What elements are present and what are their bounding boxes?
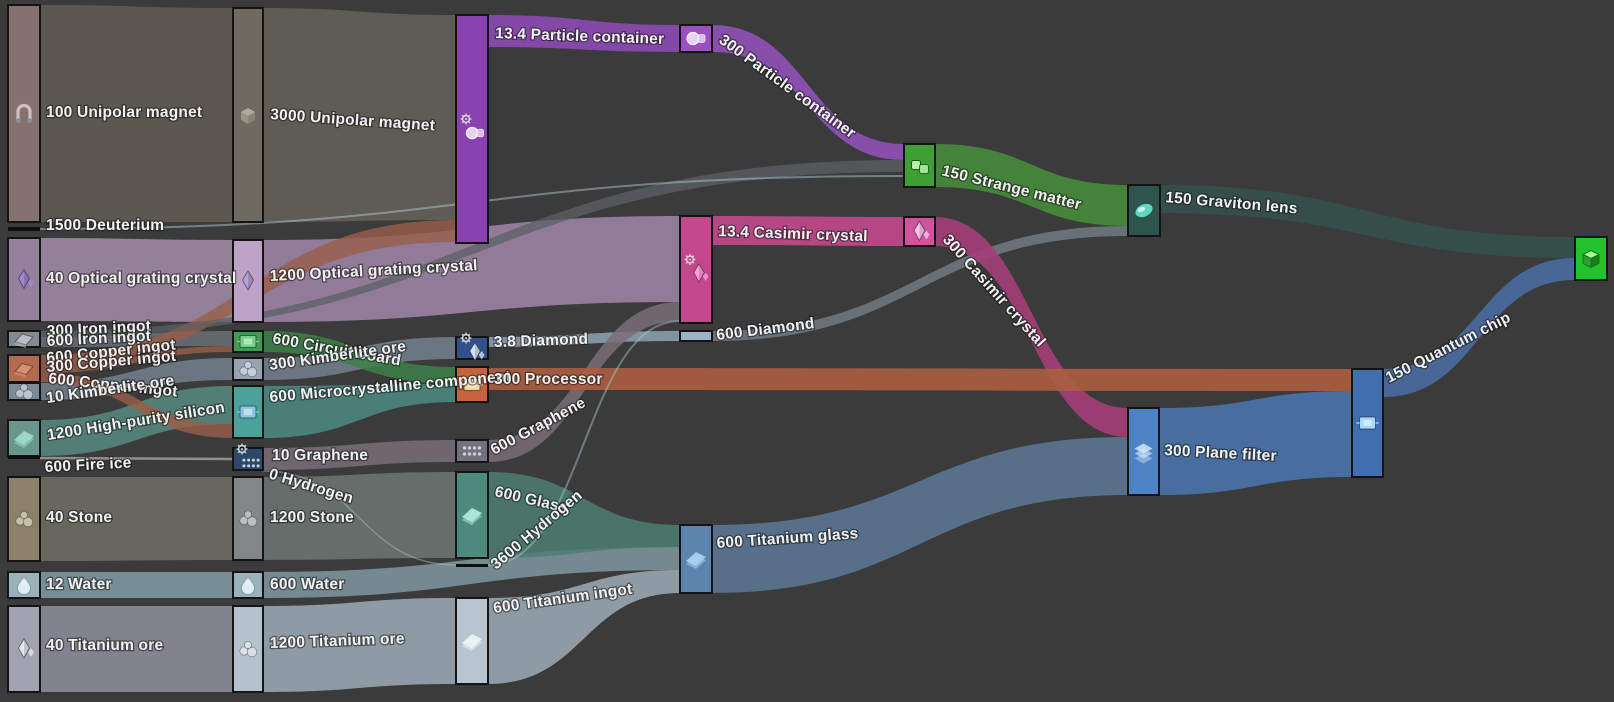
flow-label: 600 Water: [270, 576, 344, 593]
flow-graphene-producer-to-hydrogen[interactable]: [262, 470, 457, 566]
flow-label: 40 Optical grating crystal: [46, 270, 236, 287]
flow-glass-to-titanium-glass[interactable]: [488, 472, 680, 558]
flow-water-source-to-water[interactable]: [40, 572, 233, 598]
flow-hydrogen-to-casimir-crystal-producer[interactable]: [487, 320, 681, 566]
flow-fire-ice-source-to-graphene-producer[interactable]: [39, 456, 234, 461]
flow-titanium-ore-source-to-titanium-ore[interactable]: [40, 606, 233, 692]
flow-titanium-glass-to-plane-filter[interactable]: [712, 437, 1128, 593]
flow-copper-ingot-source-to-microcrystalline-component[interactable]: [40, 373, 233, 438]
graviton-lens-icon: [1135, 203, 1153, 218]
node-hydrogen[interactable]: [456, 564, 488, 567]
gravity-matrix-icon: [1581, 249, 1601, 269]
flow-label: 3.8 Diamond: [494, 331, 589, 351]
flow-label: 40 Titanium ore: [46, 637, 163, 654]
flow-microcrystalline-component-to-processor[interactable]: [263, 384, 456, 438]
flow-unipolar-magnet-to-particle-container-producer[interactable]: [263, 8, 456, 222]
iron-ingot-source-icon: [14, 333, 34, 348]
node-stone-source[interactable]: [7, 476, 41, 562]
water-icon: [241, 576, 255, 595]
flow-label: 600 Graphene: [488, 394, 589, 458]
kimberlite-ore-source-icon: [15, 383, 34, 400]
flow-label: 150 Quantum chip: [1383, 309, 1513, 387]
node-fire-ice-source[interactable]: [8, 456, 40, 459]
titanium-ore-source-icon: [17, 638, 34, 660]
copper-ingot-source-icon: [14, 362, 34, 378]
optical-grating-crystal-icon: [241, 270, 258, 292]
flow-unipolar-magnet-source-to-unipolar-magnet[interactable]: [40, 5, 233, 222]
flow-titanium-ore-to-titanium-ingot[interactable]: [263, 598, 456, 692]
particle-container-icon: [686, 31, 706, 46]
node-titanium-ore[interactable]: [232, 605, 264, 693]
plane-filter-icon: [1134, 443, 1153, 464]
strange-matter-icon: [911, 160, 929, 174]
optical-grating-crystal-source-icon: [17, 268, 34, 290]
unipolar-magnet-source-icon: [16, 103, 32, 123]
flow-graviton-lens-to-gravity-matrix[interactable]: [1160, 185, 1575, 258]
flow-label: 40 Stone: [46, 509, 112, 526]
high-purity-silicon-source-icon: [14, 431, 34, 448]
flow-stone-source-to-stone[interactable]: [40, 477, 233, 561]
flow-iron-ingot-source-to-strange-matter[interactable]: [40, 160, 904, 337]
flow-water-to-titanium-glass[interactable]: [263, 547, 680, 598]
flow-label: 300 Particle container: [716, 31, 859, 142]
flow-particle-container-to-strange-matter[interactable]: [712, 25, 904, 160]
flow-titanium-ingot-to-titanium-glass[interactable]: [488, 570, 680, 684]
flow-casimir-crystal-to-plane-filter[interactable]: [935, 217, 1128, 437]
flow-plane-filter-to-quantum-chip-producer[interactable]: [1159, 391, 1352, 495]
flow-label: 600 Fire ice: [44, 454, 132, 476]
flow-label: 1500 Deuterium: [46, 217, 164, 234]
flow-label: 300 Processor: [494, 371, 603, 388]
node-glass[interactable]: [455, 471, 489, 559]
flow-label: 13.4 Particle container: [495, 25, 665, 48]
flow-processor-to-quantum-chip-producer[interactable]: [488, 368, 1352, 391]
node-casimir-crystal-producer[interactable]: [679, 215, 713, 324]
flow-circuit-board-to-processor[interactable]: [263, 331, 456, 384]
flow-label: 10 Graphene: [272, 447, 368, 464]
flow-label: 12 Water: [46, 576, 112, 593]
flow-copper-ingot-source-to-circuit-board[interactable]: [40, 346, 233, 373]
casimir-crystal-icon: [913, 220, 930, 242]
flow-kimberlite-ore-source-to-kimberlite-ore[interactable]: [40, 358, 233, 400]
flow-stone-to-glass[interactable]: [263, 472, 456, 560]
node-unipolar-magnet-source[interactable]: [7, 4, 41, 223]
titanium-glass-icon: [686, 552, 706, 569]
processor-icon: [461, 378, 483, 391]
flow-strange-matter-to-graviton-lens[interactable]: [935, 144, 1128, 226]
node-diamond[interactable]: [679, 330, 713, 342]
circuit-board-icon: [237, 335, 259, 348]
flow-quantum-chip-producer-to-gravity-matrix[interactable]: [1383, 258, 1575, 397]
flow-casimir-crystal-producer-to-casimir-crystal[interactable]: [712, 216, 904, 246]
casimir-crystal-producer-icon: [684, 254, 709, 284]
graphene-icon: [462, 446, 482, 456]
quantum-chip-producer-icon: [1356, 416, 1379, 430]
node-deuterium-source[interactable]: [8, 227, 40, 231]
flow-label: 600 Diamond: [715, 315, 815, 344]
unipolar-magnet-icon: [241, 108, 255, 124]
flow-high-purity-silicon-source-to-microcrystalline-component[interactable]: [40, 386, 233, 456]
node-stone[interactable]: [232, 476, 264, 561]
glass-icon: [462, 508, 482, 525]
kimberlite-ore-icon: [239, 361, 258, 378]
stone-icon: [239, 510, 258, 527]
flow-label: 100 Unipolar magnet: [46, 104, 202, 121]
microcrystalline-component-icon: [237, 405, 259, 419]
flow-diamond-to-graviton-lens[interactable]: [712, 226, 1128, 341]
titanium-ore-icon: [239, 641, 258, 658]
graphene-producer-icon: [236, 443, 260, 468]
node-graphene[interactable]: [455, 439, 489, 463]
titanium-ingot-icon: [462, 634, 482, 651]
water-source-icon: [17, 576, 31, 595]
stone-source-icon: [15, 511, 34, 528]
flow-particle-container-producer-to-particle-container[interactable]: [488, 15, 680, 52]
flow-label: 1200 Stone: [270, 509, 354, 526]
flow-graphene-producer-to-graphene[interactable]: [263, 440, 456, 470]
diamond-producer-icon: [460, 332, 485, 362]
particle-container-producer-icon: [460, 113, 484, 140]
flow-optical-grating-crystal-source-to-optical-grating-crystal[interactable]: [40, 238, 233, 322]
